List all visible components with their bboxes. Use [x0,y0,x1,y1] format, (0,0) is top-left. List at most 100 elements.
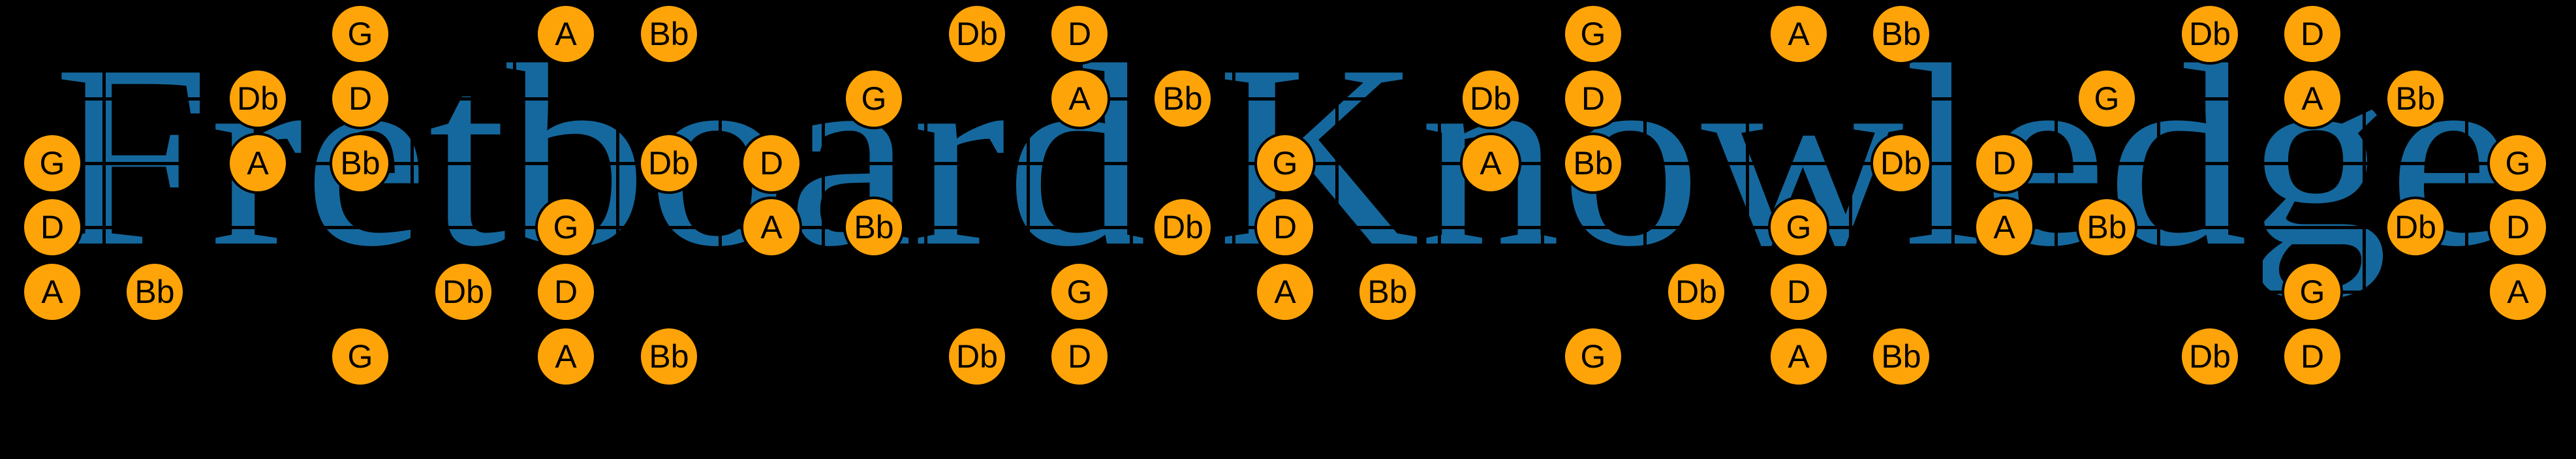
note-label: A [1274,274,1296,310]
note-label: A [1480,145,1502,182]
note-circle-bb-string2-fret3: Bb [330,133,391,194]
note-circle-bb-string4-fret13: Bb [1357,261,1418,323]
note-label: A [555,16,577,52]
fret-line-10 [1027,33,1030,358]
note-circle-g-string1-fret20: G [2076,68,2137,129]
note-circle-bb-string0-fret18: Bb [1870,3,1932,65]
note-circle-d-string5-fret10: D [1049,326,1110,387]
note-circle-bb-string0-fret6: Bb [638,3,700,65]
note-label: G [39,145,65,182]
fret-line-14 [1438,33,1441,358]
note-circle-g-string0-fret3: G [330,3,391,65]
fret-line-16 [1643,33,1647,358]
fret-line-23 [2363,33,2366,358]
note-circle-a-string4-fret24: A [2487,261,2549,323]
note-circle-a-string4-fret12: A [1254,261,1316,323]
fret-line-3 [307,33,311,358]
note-circle-g-string3-fret17: G [1768,197,1829,258]
note-label: A [247,145,269,182]
note-label: Bb [340,145,380,182]
note-circle-g-string4-fret22: G [2282,261,2343,323]
note-label: A [555,338,577,375]
note-label: Bb [649,338,689,375]
fret-line-7 [719,33,722,358]
note-label: A [1788,16,1810,52]
note-label: Db [956,338,998,375]
fret-line-9 [924,33,927,358]
note-circle-db-string5-fret9: Db [946,326,1008,387]
note-label: G [2094,80,2120,117]
note-circle-d-string3-fret12: D [1254,197,1316,258]
note-circle-g-string2-fret24: G [2487,133,2549,194]
note-label: G [1066,274,1093,310]
note-label: A [1788,338,1810,375]
note-label: Db [1162,209,1203,245]
note-label: Db [442,274,484,310]
note-label: D [2300,338,2325,375]
note-circle-g-string1-fret8: G [843,68,905,129]
note-circle-d-string3-fret24: D [2487,197,2549,258]
note-label: Bb [854,209,894,245]
note-label: Bb [1367,274,1408,310]
fret-line-2 [205,33,208,358]
note-circle-db-string5-fret21: Db [2179,326,2241,387]
note-circle-bb-string5-fret6: Bb [638,326,700,387]
note-circle-db-string1-fret14: Db [1460,68,1521,129]
note-circle-a-string3-fret7: A [741,197,802,258]
note-label: Db [1470,80,1512,117]
note-label: D [2506,209,2530,245]
note-label: G [2299,274,2325,310]
note-label: Db [1675,274,1717,310]
fret-line-13 [1335,33,1339,358]
fret-line-11 [1130,33,1133,358]
note-circle-db-string0-fret21: Db [2179,3,2241,65]
note-circle-d-string0-fret22: D [2282,3,2343,65]
string-line-5 [0,355,2576,358]
note-circle-g-string5-fret3: G [330,326,391,387]
note-circle-db-string4-fret4: Db [433,261,494,323]
note-circle-d-string5-fret22: D [2282,326,2343,387]
note-circle-bb-string2-fret15: Bb [1562,133,1624,194]
note-circle-g-string3-fret5: G [535,197,597,258]
note-label: D [1273,209,1297,245]
note-circle-g-string2-fret12: G [1254,133,1316,194]
note-label: D [2300,16,2325,52]
note-circle-g-string5-fret15: G [1562,326,1624,387]
note-label: Db [1880,145,1922,182]
note-label: G [1272,145,1298,182]
fret-line-15 [1541,33,1544,358]
fret-line-4 [411,33,414,358]
note-circle-db-string0-fret9: Db [946,3,1008,65]
note-circle-d-string2-fret19: D [1974,133,2035,194]
fret-line-20 [2055,33,2058,358]
note-label: A [41,274,63,310]
note-label: A [2301,80,2323,117]
note-circle-d-string1-fret15: D [1562,68,1624,129]
note-label: G [861,80,887,117]
note-circle-db-string1-fret2: Db [227,68,288,129]
note-label: D [553,274,578,310]
note-circle-a-string1-fret10: A [1049,68,1110,129]
note-circle-a-string4-fret0: A [22,261,83,323]
note-circle-bb-string1-fret23: Bb [2385,68,2446,129]
note-circle-bb-string4-fret1: Bb [124,261,185,323]
note-label: G [1580,338,1606,375]
string-line-0 [0,33,2576,36]
note-label: Bb [649,16,689,52]
note-circle-d-string3-fret0: D [22,197,83,258]
note-label: Bb [1162,80,1203,117]
note-circle-a-string0-fret17: A [1768,3,1829,65]
string-line-1 [0,97,2576,101]
note-circle-d-string4-fret5: D [535,261,597,323]
fret-line-24 [2465,33,2468,358]
fret-line-22 [2259,33,2263,358]
note-label: D [1786,274,1811,310]
note-circle-d-string0-fret10: D [1049,3,1110,65]
note-label: Db [2189,338,2231,375]
note-label: Bb [2087,209,2127,245]
note-circle-a-string3-fret19: A [1974,197,2035,258]
fret-line-12 [1232,33,1235,358]
note-label: Bb [134,274,175,310]
note-circle-a-string0-fret5: A [535,3,597,65]
